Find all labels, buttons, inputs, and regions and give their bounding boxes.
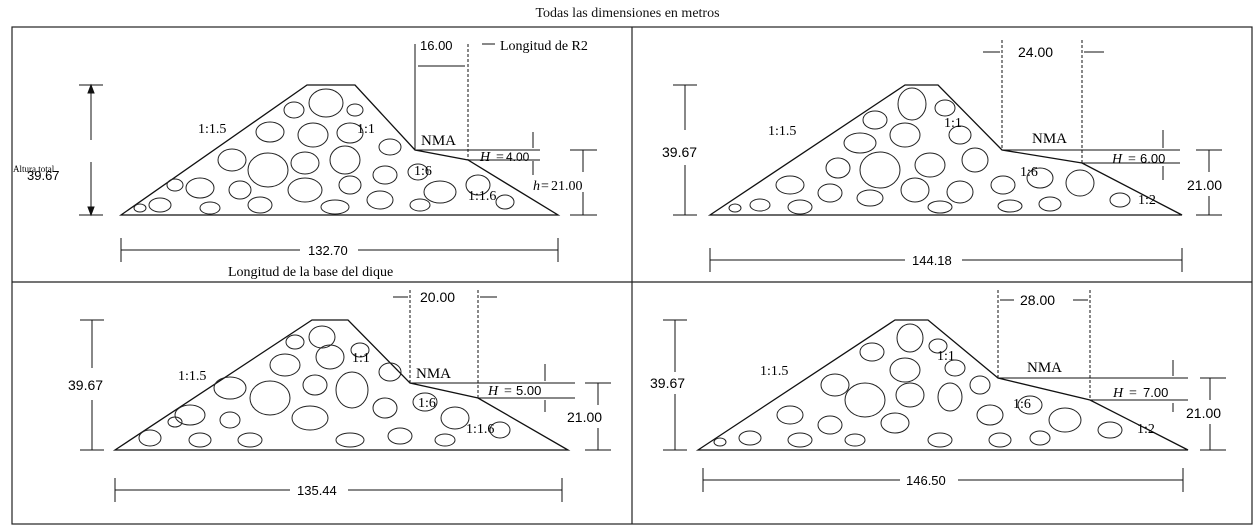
base-dimension (709, 248, 1183, 272)
rock-fill (138, 325, 511, 448)
H-symbol: H (479, 150, 491, 165)
h-dimension (1172, 360, 1226, 451)
nma-label: NMA (1027, 360, 1062, 376)
h-value: 21.00 (1186, 405, 1221, 421)
H-value: 7.00 (1143, 385, 1168, 400)
base-dimension (114, 478, 563, 502)
downstream-slope: 1:2 (1138, 193, 1156, 208)
dam-body (112, 319, 571, 451)
height-dimension (663, 319, 687, 451)
base-length: 135.44 (297, 483, 337, 498)
nma-label: NMA (416, 366, 451, 382)
svg-text:=: = (496, 150, 504, 165)
height-dimension (673, 84, 697, 216)
crest-width-value: 28.00 (1020, 292, 1055, 308)
total-height-value: 39.67 (27, 168, 60, 183)
total-height-note: Altura total (13, 164, 55, 174)
H-value: 6.00 (1140, 151, 1165, 166)
crest-slope: 1:1 (357, 122, 375, 137)
downstream-slope: 1:1.6 (466, 422, 494, 437)
h-value: 21.00 (1187, 177, 1222, 193)
h-dimension (544, 364, 611, 451)
base-length: 132.70 (308, 243, 348, 258)
svg-text:=: = (504, 384, 512, 399)
total-height-value: 39.67 (68, 377, 103, 393)
base-dimension (120, 238, 559, 262)
h-dimension (1162, 130, 1222, 216)
crest-width-value: 20.00 (420, 289, 455, 305)
crest-slope: 1:1 (352, 351, 370, 366)
h-value: 21.00 (567, 409, 602, 425)
panel-4: 28.00 39.67 1:1.5 1:1 NMA 1:6 1:2 H = 7.… (650, 290, 1226, 492)
height-dimension (79, 83, 103, 217)
base-note: Longitud de la base del dique (228, 265, 393, 280)
crest-slope: 1:1 (944, 116, 962, 131)
downstream-slope: 1:2 (1137, 422, 1155, 437)
crest-width-dimension (393, 290, 497, 398)
berm-slope: 1:6 (414, 164, 432, 179)
base-length: 146.50 (906, 473, 946, 488)
h-dimension (532, 132, 597, 216)
base-length: 144.18 (912, 253, 952, 268)
berm-slope: 1:6 (418, 396, 436, 411)
crest-width-value: 16.00 (420, 38, 453, 53)
h-value: 21.00 (551, 179, 583, 194)
crest-width-dimension (997, 290, 1091, 400)
upstream-slope: 1:1.5 (768, 124, 796, 139)
svg-text:=: = (541, 179, 549, 194)
rock-fill (133, 88, 515, 215)
H-value: 4.00 (506, 150, 530, 164)
h-symbol: h (533, 179, 540, 194)
frame (11, 26, 1253, 525)
page-title: Todas las dimensiones en metros (535, 6, 720, 21)
total-height-value: 39.67 (650, 375, 685, 391)
panel-3: 20.00 39.67 1:1.5 1:1 NMA 1:6 1:1.6 H = … (68, 289, 611, 502)
svg-text:=: = (1129, 386, 1137, 401)
rock-fill (713, 323, 1123, 448)
base-dimension (702, 468, 1184, 492)
crest-width-value: 24.00 (1018, 44, 1053, 60)
rock-fill (728, 87, 1131, 215)
nma-label: NMA (421, 133, 456, 149)
crest-width-note: Longitud de R2 (500, 39, 588, 54)
H-symbol: H (1111, 152, 1123, 167)
H-value: 5.00 (516, 383, 541, 398)
berm-slope: 1:6 (1013, 397, 1031, 412)
crest-width-dimension (983, 40, 1104, 163)
downstream-slope: 1:1.6 (468, 189, 496, 204)
H-symbol: H (487, 384, 499, 399)
upstream-slope: 1:1.5 (760, 364, 788, 379)
crest-width-dimension (414, 43, 495, 160)
panel-1: 16.00 Longitud de R2 Altura total 39.67 … (13, 38, 597, 280)
svg-text:=: = (1128, 152, 1136, 167)
berm-slope: 1:6 (1020, 165, 1038, 180)
height-dimension (80, 319, 104, 451)
panel-2: 24.00 39.67 1:1.5 1:1 NMA 1:6 1:2 H = 6.… (662, 40, 1222, 272)
upstream-slope: 1:1.5 (198, 122, 226, 137)
H-symbol: H (1112, 386, 1124, 401)
crest-slope: 1:1 (937, 349, 955, 364)
upstream-slope: 1:1.5 (178, 369, 206, 384)
total-height-value: 39.67 (662, 144, 697, 160)
nma-label: NMA (1032, 131, 1067, 147)
